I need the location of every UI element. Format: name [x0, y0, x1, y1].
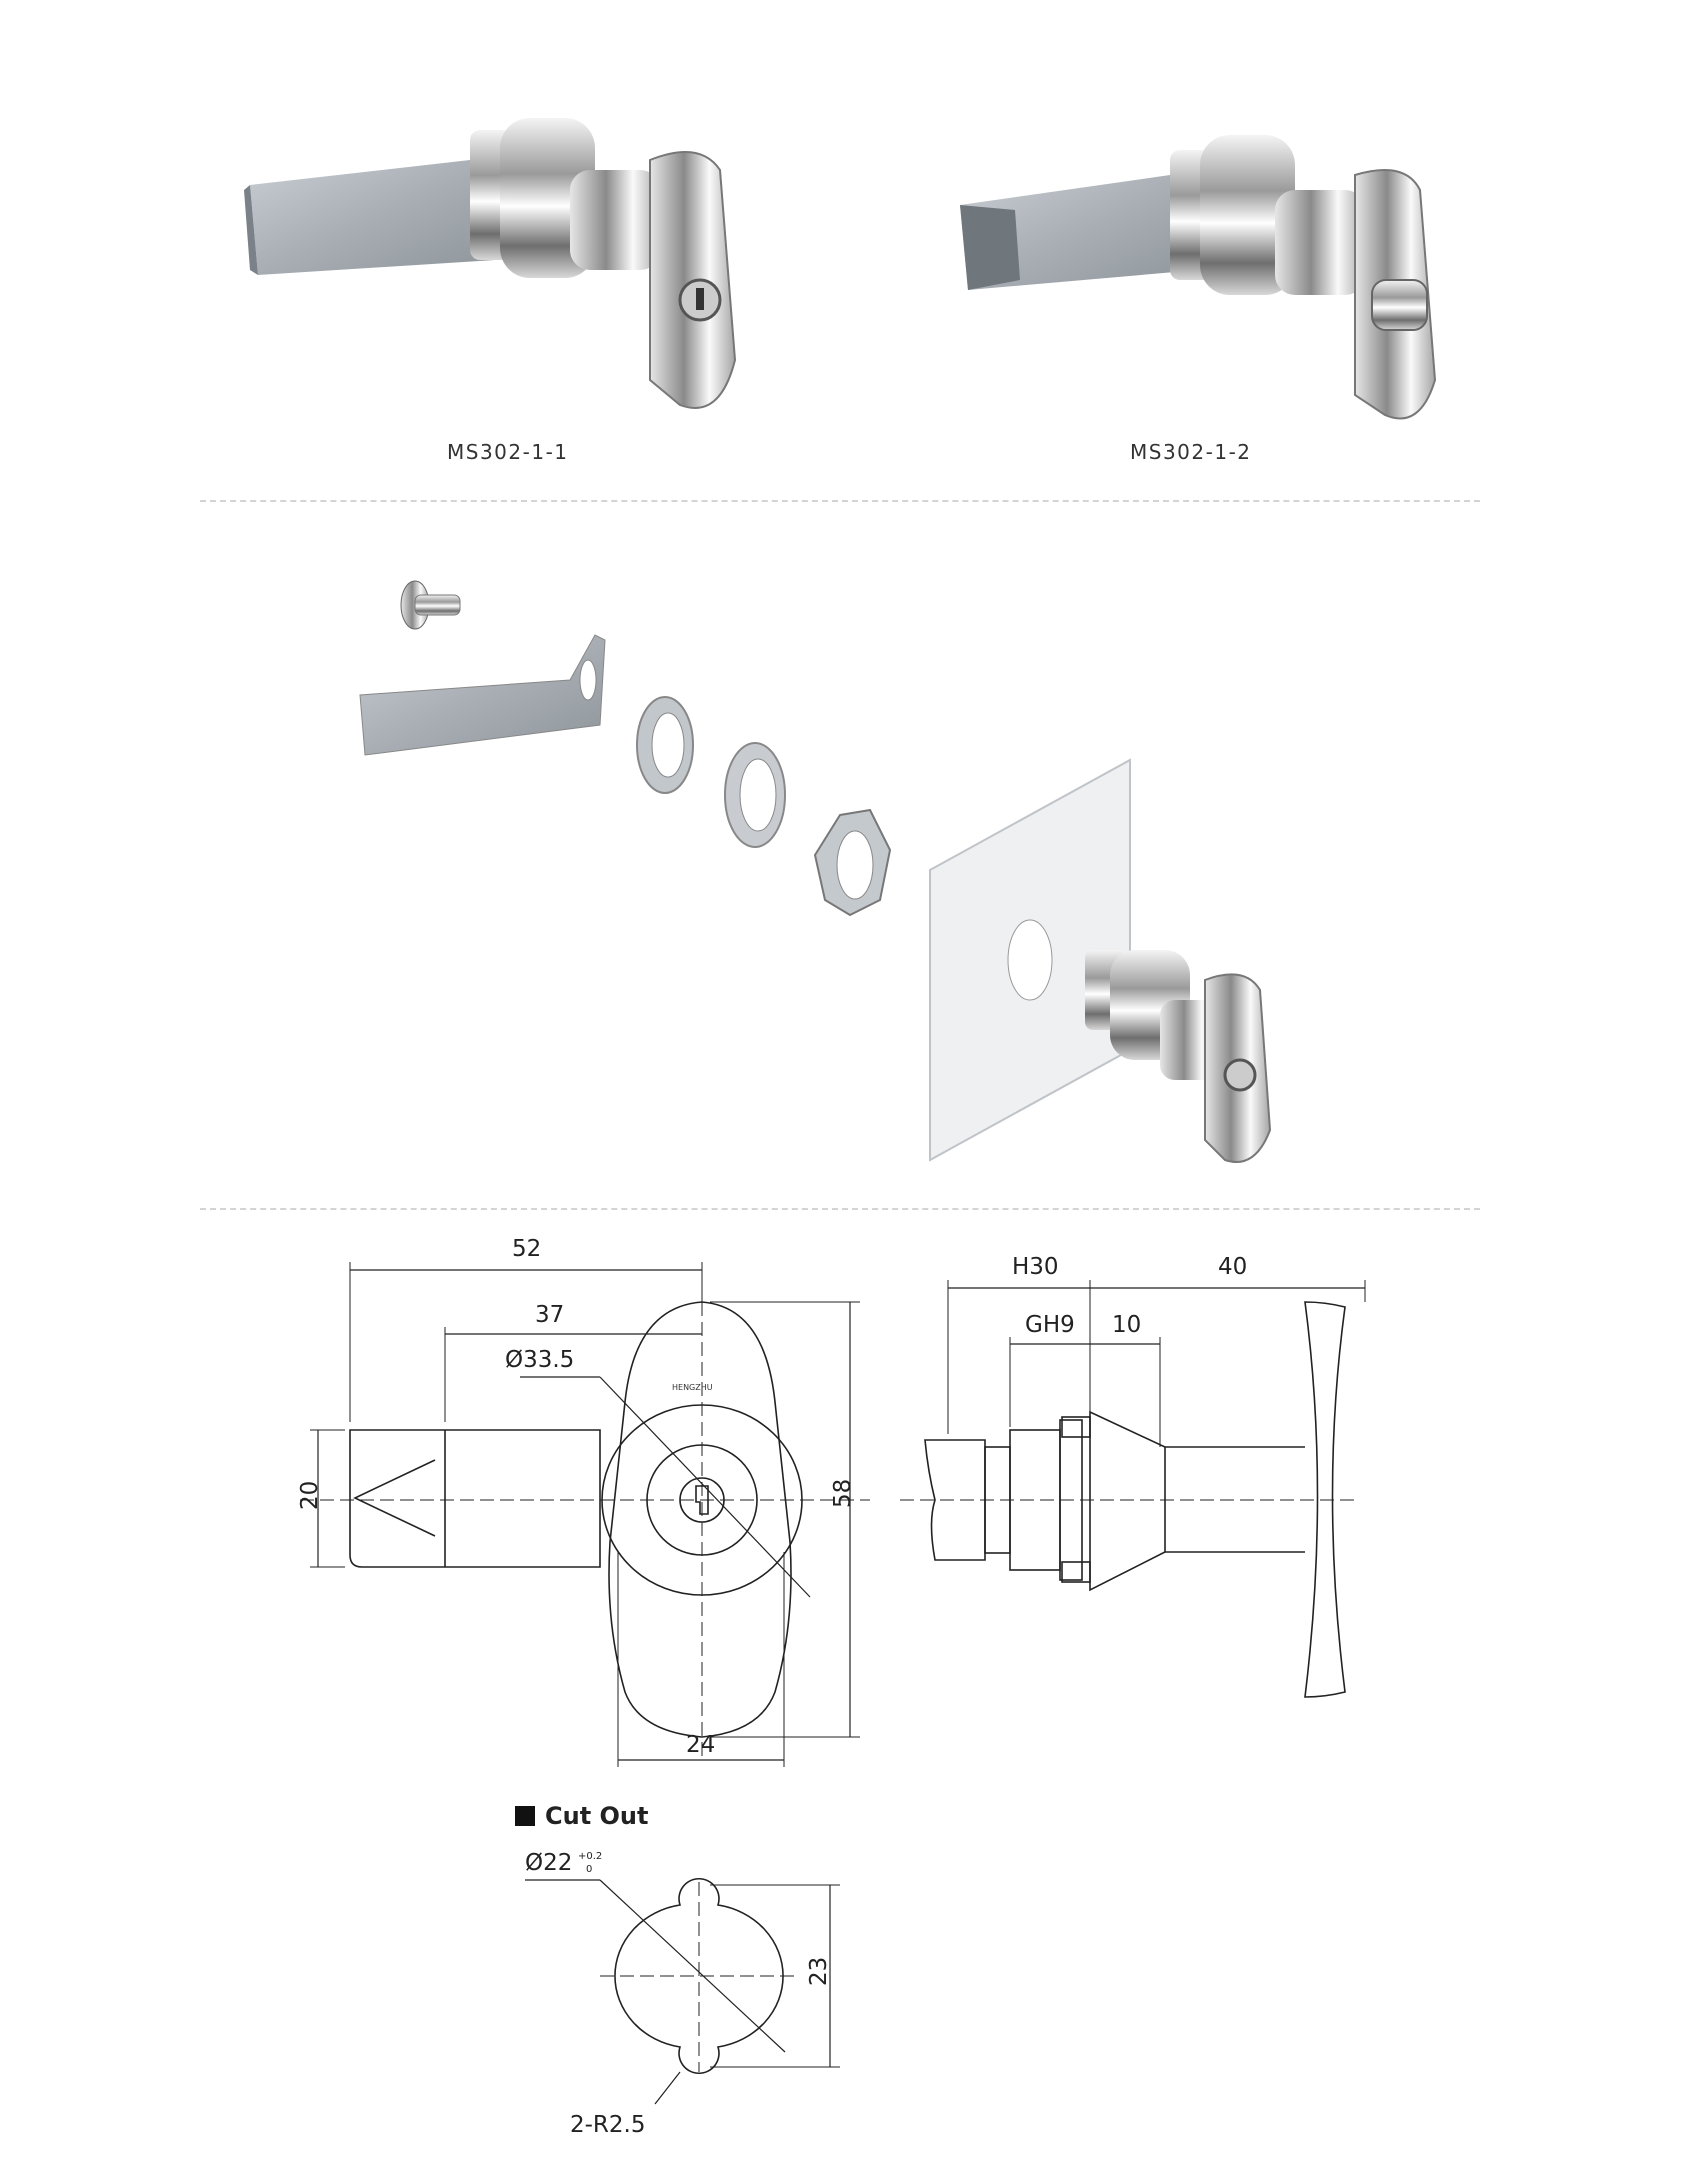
dim-52: 52: [512, 1236, 541, 1262]
technical-drawing: 52 37 Ø33.5 20 58 24 HENGZHU H30 40 GH9 …: [297, 1236, 1366, 2138]
lock-render-ms302-1-2: [960, 135, 1437, 420]
cut-out-heading-text: Cut Out: [545, 1802, 649, 1830]
washer-2: [724, 742, 786, 848]
cut-out-heading: Cut Out: [515, 1802, 649, 1830]
dim-40: 40: [1218, 1254, 1247, 1280]
dim-10: 10: [1112, 1312, 1141, 1338]
washer-1: [636, 696, 694, 794]
product-renders: [244, 118, 1437, 420]
dim-24: 24: [686, 1732, 715, 1758]
dim-37: 37: [535, 1302, 564, 1328]
cut-out-drawing: [525, 1878, 840, 2105]
front-view: [300, 1262, 870, 1767]
section-divider: [200, 500, 1480, 502]
product-caption-1: MS302-1-1: [447, 440, 569, 464]
product-caption-2: MS302-1-2: [1130, 440, 1252, 464]
tol-lower: 0: [586, 1864, 592, 1875]
screw-part: [400, 580, 461, 630]
dim-cut-radius: 2-R2.5: [570, 2112, 646, 2138]
square-bullet-icon: [515, 1806, 535, 1826]
lock-render-ms302-1-1: [244, 118, 737, 409]
side-view: [900, 1280, 1366, 1698]
lock-body-part: [1085, 950, 1272, 1163]
section-divider: [200, 1208, 1480, 1210]
dim-20: 20: [297, 1481, 323, 1510]
dim-h30: H30: [1012, 1254, 1059, 1280]
exploded-view: [359, 580, 1272, 1163]
dim-cut-23: 23: [806, 1957, 832, 1986]
tol-upper: +0.2: [578, 1851, 602, 1862]
dim-cut-diameter: Ø22: [525, 1850, 572, 1876]
cam-blade-part: [359, 634, 606, 756]
brand-mark: HENGZHU: [672, 1383, 713, 1392]
dim-head-diameter: Ø33.5: [505, 1347, 574, 1373]
hex-nut: [813, 808, 892, 917]
dim-gh9: GH9: [1025, 1312, 1075, 1338]
dim-58: 58: [830, 1479, 856, 1508]
